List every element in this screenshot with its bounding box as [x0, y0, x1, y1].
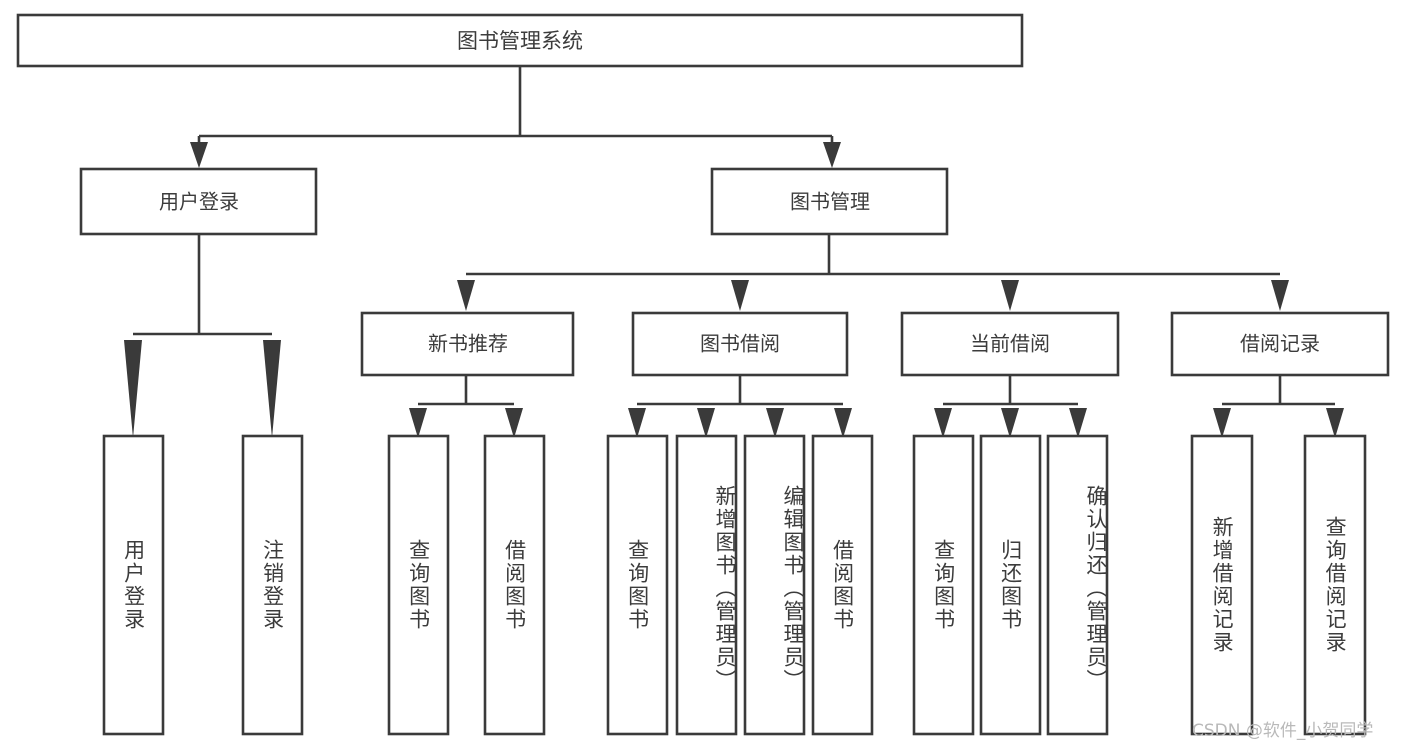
- leaf-query-borrow-record[interactable]: [1303, 434, 1367, 736]
- node-user-login-label: 用户登录: [159, 190, 239, 214]
- leaf-add-borrow-record[interactable]: [1190, 434, 1254, 736]
- node-book-borrow-label: 图书借阅: [700, 332, 780, 356]
- connector-userlogin-to-leaves: [124, 234, 281, 438]
- node-new-book-recommend[interactable]: 新书推荐: [360, 311, 575, 377]
- leaf-query-book-current[interactable]: [912, 434, 975, 736]
- connector-record-to-leaves: [1213, 376, 1344, 438]
- connector-borrow-to-leaves: [628, 376, 852, 438]
- node-borrow-record-label: 借阅记录: [1240, 332, 1320, 356]
- node-root-label: 图书管理系统: [457, 29, 583, 53]
- leaf-borrow-book-borrow[interactable]: [811, 434, 874, 736]
- node-book-borrow[interactable]: 图书借阅: [631, 311, 849, 377]
- node-user-login[interactable]: 用户登录: [79, 167, 318, 236]
- leaf-add-book-admin[interactable]: [675, 434, 738, 736]
- leaf-logout[interactable]: [241, 434, 304, 736]
- node-current-borrow-label: 当前借阅: [970, 332, 1050, 356]
- connector-newbook-to-leaves: [409, 376, 523, 438]
- leaf-borrow-book-newbook[interactable]: [483, 434, 546, 736]
- leaf-edit-book-admin[interactable]: [743, 434, 806, 736]
- node-book-management-label: 图书管理: [790, 190, 870, 214]
- leaf-query-book-borrow[interactable]: [606, 434, 669, 736]
- leaf-user-login[interactable]: [102, 434, 165, 736]
- connector-bookmgmt-to-level3: [457, 234, 1289, 311]
- leaf-query-book-newbook[interactable]: [387, 434, 450, 736]
- node-borrow-record[interactable]: 借阅记录: [1170, 311, 1390, 377]
- node-new-book-recommend-label: 新书推荐: [428, 332, 508, 356]
- csdn-watermark: CSDN @软件_小贺同学: [1192, 721, 1374, 741]
- connector-current-to-leaves: [934, 376, 1087, 438]
- connector-root-to-level2: [190, 66, 841, 168]
- node-book-management[interactable]: 图书管理: [710, 167, 949, 236]
- leaf-return-book[interactable]: [979, 434, 1042, 736]
- node-root[interactable]: 图书管理系统: [16, 13, 1024, 68]
- leaf-confirm-return-admin[interactable]: [1046, 434, 1109, 736]
- node-current-borrow[interactable]: 当前借阅: [900, 311, 1120, 377]
